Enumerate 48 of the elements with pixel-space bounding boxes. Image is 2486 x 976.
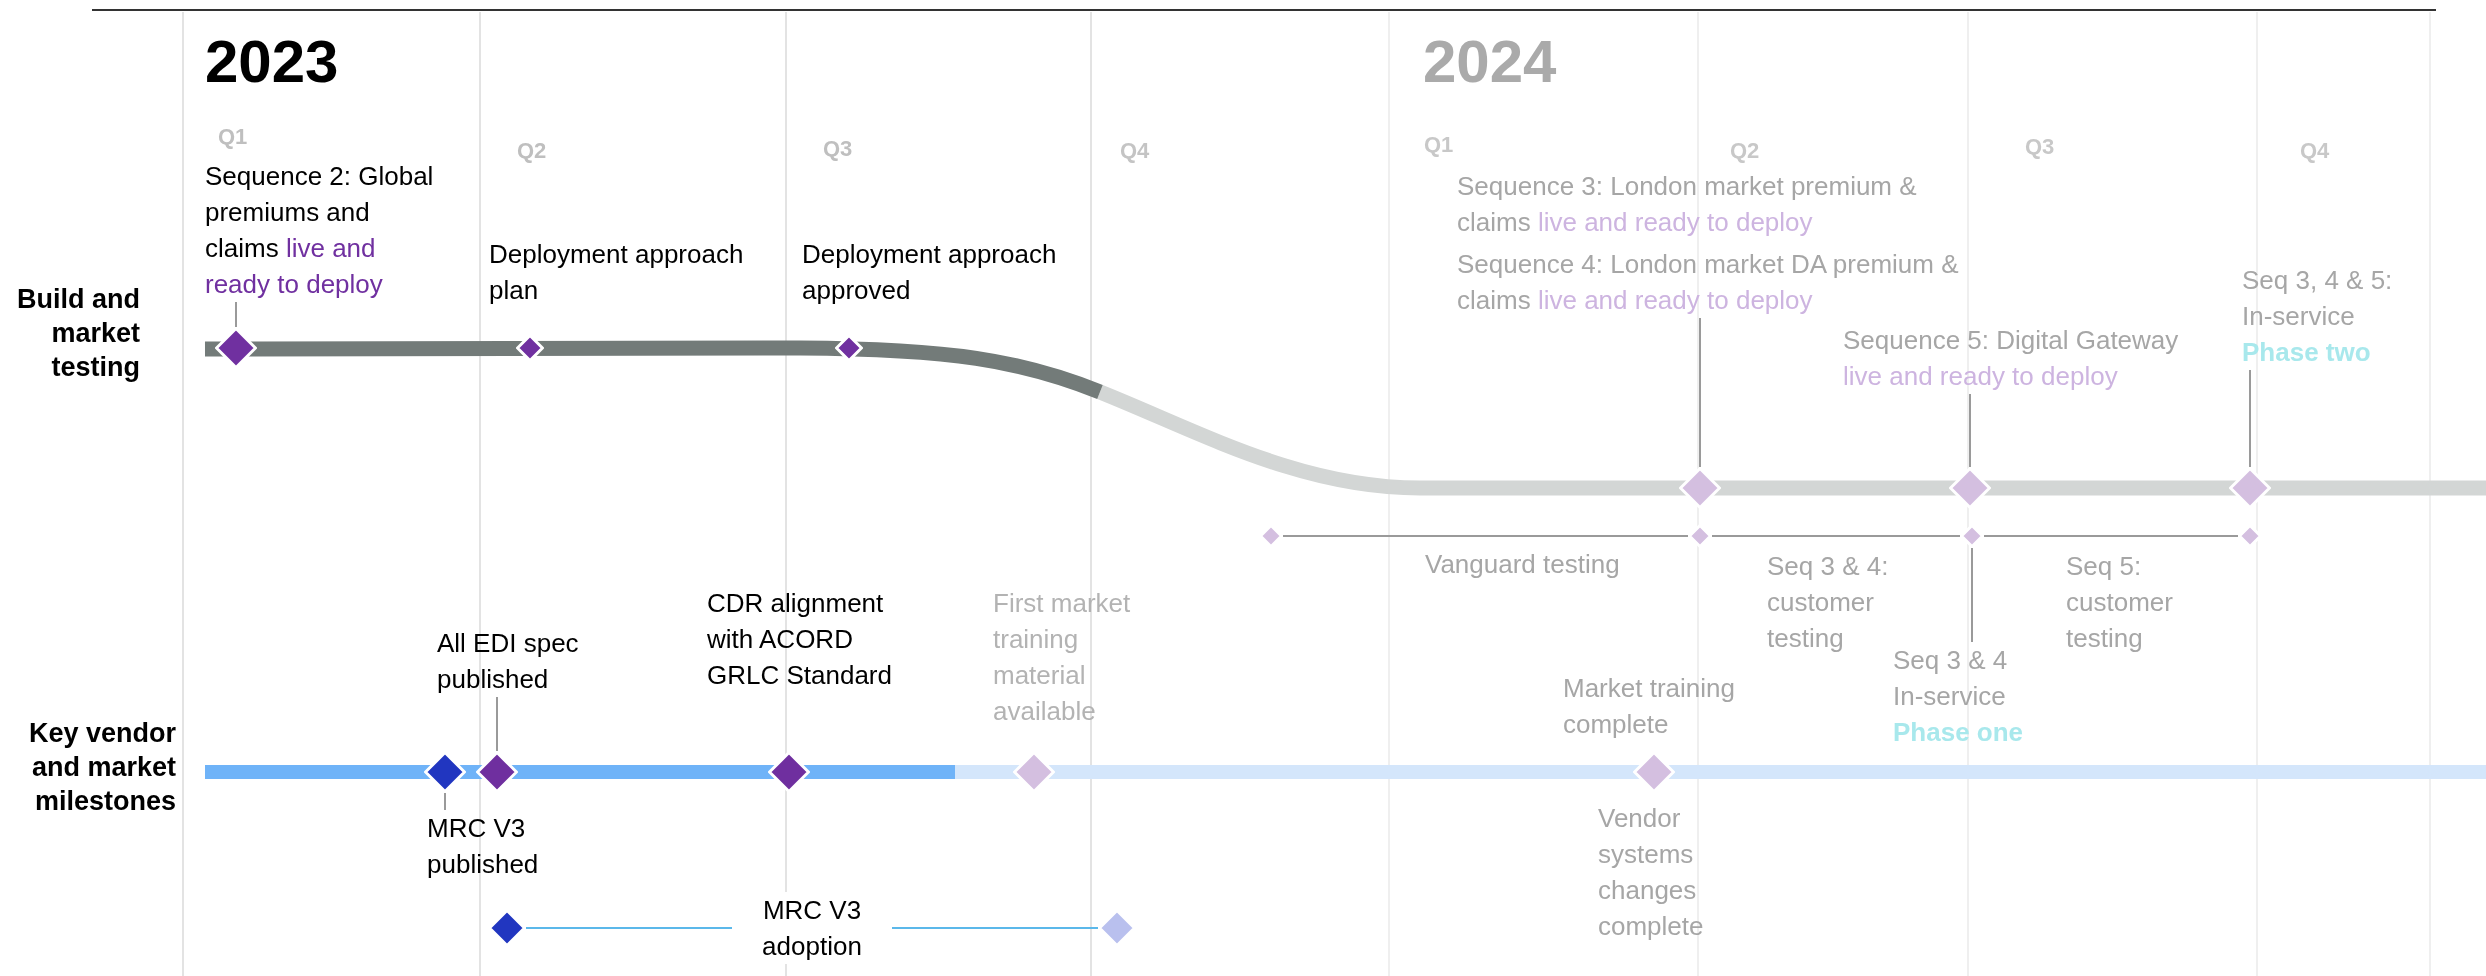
quarter-label: Q1	[218, 123, 249, 151]
year-heading: 2024	[1423, 27, 1558, 97]
quarter-label: Q2	[517, 137, 548, 165]
milestone-diamond	[1960, 524, 1984, 548]
milestone-diamond	[424, 751, 466, 793]
leader-line	[1699, 317, 1701, 468]
milestone-diamond	[215, 327, 257, 369]
leader-line	[1971, 547, 1973, 643]
milestone-text: MRC V3 published	[427, 810, 567, 882]
milestone-label: First market training material available	[993, 587, 1132, 728]
milestone-label: CDR alignment with ACORD GRLC Standard	[707, 587, 893, 692]
milestone-text: Sequence 3: London market premium & claims live and ready to deploy	[1457, 168, 1997, 240]
milestone-diamond	[516, 334, 544, 362]
leader-line	[1983, 535, 2239, 537]
milestone-diamond	[476, 751, 518, 793]
milestone-text: Sequence 4: London market DA premium & claims live and ready to deploy	[1457, 246, 1997, 318]
row-heading: Build and market testing	[16, 283, 140, 384]
milestone-label: Deployment approach approved	[802, 238, 1058, 307]
leader-line	[444, 792, 446, 811]
quarter-label: Q3	[823, 135, 854, 163]
year-heading: 2023	[205, 27, 340, 97]
milestone-diamond	[835, 334, 863, 362]
milestone-text: Seq 3, 4 & 5: In-service Phase two	[2242, 262, 2407, 370]
milestone-label: Market training complete	[1563, 672, 1736, 741]
row-heading: Key vendor and market milestones	[27, 717, 176, 818]
milestone-diamond	[1688, 524, 1712, 548]
quarter-label: Q4	[1120, 137, 1151, 165]
leader-line	[235, 301, 237, 328]
milestone-text: All EDI spec published	[437, 625, 617, 697]
milestone-label: Vanguard testing	[1425, 548, 1621, 581]
leader-line	[2249, 369, 2251, 468]
leader-line	[1711, 535, 1961, 537]
milestone-label: Vendor systems changes complete	[1598, 802, 1705, 943]
leader-line	[496, 696, 498, 752]
milestone-label: Deployment approach plan	[489, 238, 745, 307]
milestone-diamond	[768, 751, 810, 793]
milestone-label: Seq 5: customer testing	[2066, 550, 2174, 655]
milestone-label: Seq 3 & 4: customer testing	[1767, 550, 1890, 655]
milestone-diamond	[1679, 467, 1721, 509]
milestone-text: Sequence 5: Digital Gateway live and ready to deploy	[1843, 322, 2223, 394]
leader-line	[1969, 393, 1971, 468]
milestone-text: Sequence 2: Global premiums and claims live and ready to deploy	[205, 158, 443, 302]
milestone-text: Seq 3 & 4 In-service Phase one	[1893, 642, 2043, 750]
edge-label: MRC V3 adoption	[732, 892, 892, 964]
milestone-diamond	[1949, 467, 1991, 509]
milestone-diamond	[488, 909, 526, 947]
leader-line	[1282, 535, 1689, 537]
milestone-diamond	[1259, 524, 1283, 548]
